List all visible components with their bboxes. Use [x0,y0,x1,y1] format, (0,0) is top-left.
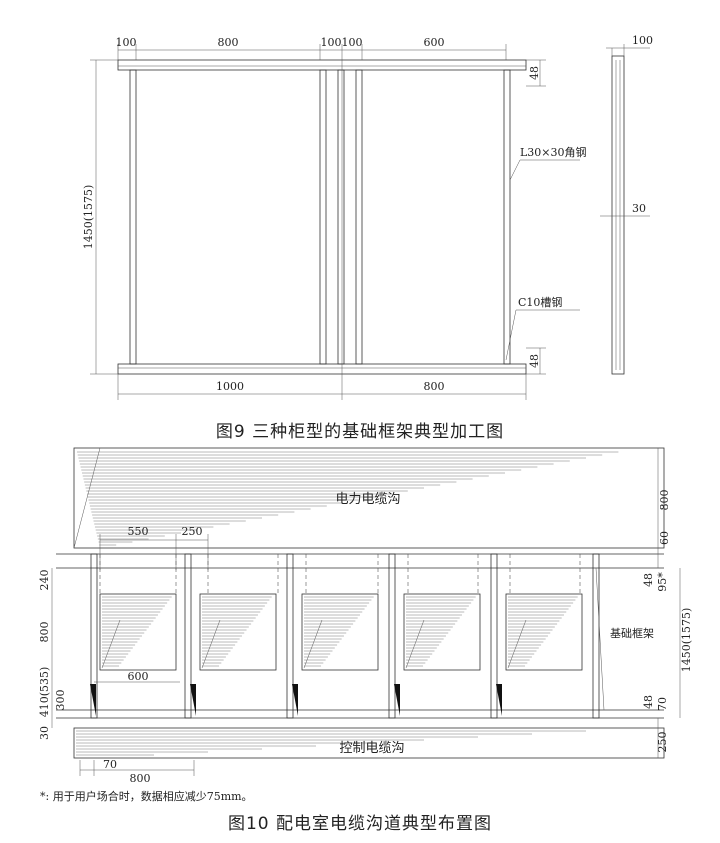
fig10-cabinet-row [56,553,664,719]
cabinet-opening [199,593,277,671]
fig10-right-dim-95: 95* [656,572,669,592]
fig9-side-dim-width: 100 [632,34,653,47]
taper-edge [201,619,221,669]
fig10-right-dim-70: 70 [656,697,669,711]
frame-post [286,553,294,719]
frame-post [388,553,396,719]
cabinet-opening [301,593,379,671]
fig10-dim-800: 800 [130,772,151,785]
frame-post [592,553,600,719]
fig10-dim-250: 250 [182,525,203,538]
fig9-dim-top-3: 100 [321,36,342,49]
fig10-right-height: 1450(1575) [680,608,693,673]
anchor-wedge [292,684,298,716]
anchor-wedge [394,684,400,716]
fig10-power-trench [73,447,665,549]
fig9-channel-steel-label: C10槽钢 [518,296,562,309]
fig9-dim-right-bottom: 48 [528,354,541,368]
cabinet-opening [505,593,583,671]
fig10-control-trench-label: 控制电缆沟 [339,740,404,756]
fig10-right-dim-60: 60 [658,531,671,545]
fig9-caption: 图9 三种柜型的基础框架典型加工图 [216,422,504,442]
fig10-dim-600: 600 [128,670,149,683]
cabinet-opening [99,593,177,671]
fig10-left-dim-410: 410(535) [38,667,51,718]
fig9-angle-steel-label: L30×30角钢 [520,146,587,159]
fig10-left-dim-30: 30 [38,726,51,740]
fig10-power-trench-label: 电力电缆沟 [335,491,400,507]
fig10-dim-70: 70 [103,758,117,771]
taper-edge [101,619,121,669]
fig10-left-dim-800: 800 [38,622,51,643]
fig9-bottom-dimensions: 1000 800 [216,380,445,393]
fig10-dimension-lines [51,448,681,776]
frame-post [90,553,98,719]
fig9-side-dim-thickness: 30 [632,202,646,215]
fig10-caption: 图10 配电室电缆沟道典型布置图 [228,814,492,834]
fig9-dim-bottom-2: 800 [424,380,445,393]
frame-post [184,553,192,719]
fig9-dim-top-1: 100 [116,36,137,49]
taper-edge [507,619,527,669]
fig10-control-trench [73,727,665,759]
fig10-right-dim-48-bottom: 48 [642,695,655,709]
fig10-right-dim-48-top: 48 [642,573,655,587]
fig10-left-dim-240: 240 [38,570,51,591]
fig9-height-dim: 1450(1575) [82,185,95,250]
fig10-right-dim-800: 800 [658,490,671,511]
taper-edge [405,619,425,669]
fig10-left-dim-300: 300 [54,690,67,711]
anchor-wedge [190,684,196,716]
fig9-frame-drawing [90,44,650,400]
fig10-dim-550: 550 [128,525,149,538]
cabinet-opening [403,593,481,671]
fig9-dim-top-2: 800 [218,36,239,49]
fig9-dim-bottom-1: 1000 [216,380,244,393]
anchor-wedge [90,684,96,716]
taper-edge [303,619,323,669]
fig9-dim-top-5: 600 [424,36,445,49]
frame-post [490,553,498,719]
fig9-dim-right-top: 48 [528,66,541,80]
anchor-wedge [496,684,502,716]
fig9-dim-top-4: 100 [342,36,363,49]
fig10-right-dim-250: 250 [656,732,669,753]
fig9-top-dimensions: 100 800 100 100 600 [116,36,445,49]
fig10-note: *: 用于用户场合时，数据相应减少75mm。 [40,789,253,803]
fig10-frame-label: 基础框架 [610,627,654,640]
